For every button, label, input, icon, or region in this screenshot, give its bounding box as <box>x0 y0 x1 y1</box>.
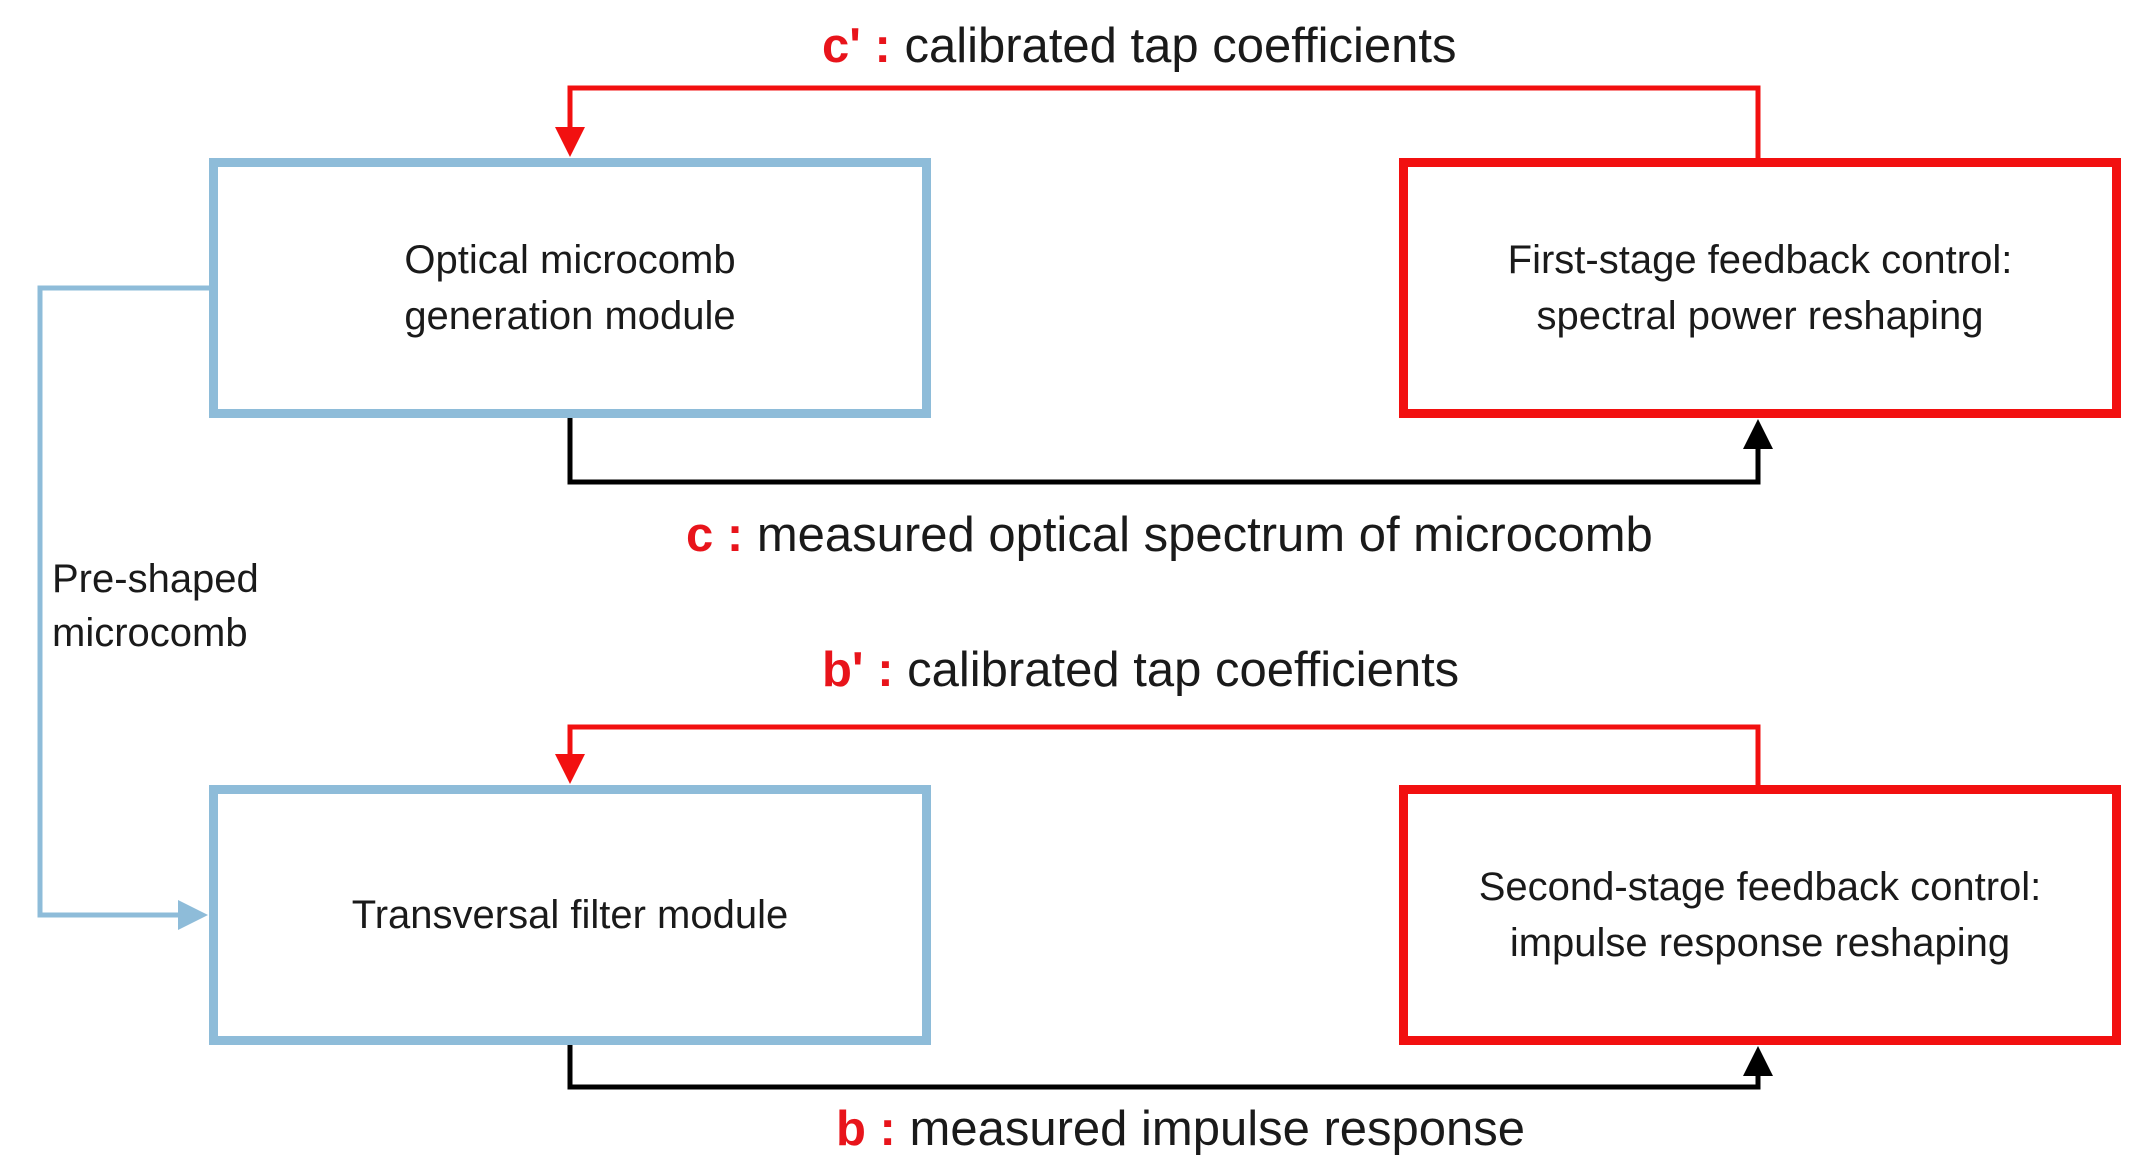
transversal-filter-module: Transversal filter module <box>209 785 931 1045</box>
optical-module-label: Optical microcomb generation module <box>404 232 735 344</box>
optical-microcomb-module: Optical microcomb generation module <box>209 158 931 418</box>
first-stage-line1: First-stage feedback control: <box>1507 238 2013 282</box>
b-prime-tag: b' : <box>822 643 894 697</box>
c-text: measured optical spectrum of microcomb <box>756 508 1653 562</box>
arrow-c-prime <box>555 85 1761 158</box>
c-prime-label: c' : calibrated tap coefficients <box>822 18 1457 74</box>
arrow-c <box>567 418 1773 485</box>
transversal-module-label: Transversal filter module <box>352 887 788 943</box>
first-stage-line2: spectral power reshaping <box>1536 294 1984 338</box>
transversal-module-line1: Transversal filter module <box>351 893 789 937</box>
b-prime-label: b' : calibrated tap coefficients <box>822 642 1459 698</box>
c-prime-tag: c' : <box>822 19 891 73</box>
b-label: b : measured impulse response <box>836 1101 1525 1157</box>
arrow-b-prime <box>555 724 1761 785</box>
second-stage-feedback-box: Second-stage feedback control: impulse r… <box>1399 785 2121 1045</box>
optical-module-line1: Optical microcomb <box>404 238 736 282</box>
arrow-preshaped <box>37 285 209 930</box>
c-tag: c : <box>686 508 744 562</box>
preshaped-line2: microcomb <box>52 611 248 655</box>
b-tag: b : <box>836 1102 896 1156</box>
second-stage-line1: Second-stage feedback control: <box>1478 865 2042 909</box>
second-stage-line2: impulse response reshaping <box>1509 921 2011 965</box>
second-stage-label: Second-stage feedback control: impulse r… <box>1479 859 2042 971</box>
first-stage-label: First-stage feedback control: spectral p… <box>1508 232 2013 344</box>
optical-module-line2: generation module <box>404 294 736 338</box>
b-prime-text: calibrated tap coefficients <box>907 643 1460 697</box>
c-prime-text: calibrated tap coefficients <box>904 19 1457 73</box>
first-stage-feedback-box: First-stage feedback control: spectral p… <box>1399 158 2121 418</box>
b-text: measured impulse response <box>909 1102 1526 1156</box>
preshaped-microcomb-label: Pre-shaped microcomb <box>52 552 282 660</box>
c-label: c : measured optical spectrum of microco… <box>686 507 1653 563</box>
arrow-b <box>567 1045 1773 1090</box>
preshaped-line1: Pre-shaped <box>52 557 259 601</box>
